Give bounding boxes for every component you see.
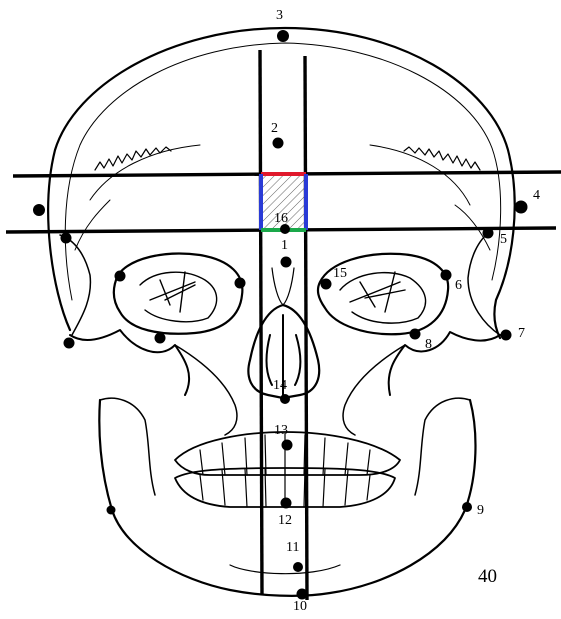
landmark-label-1: 1 — [281, 238, 288, 253]
vertical-line-right — [305, 56, 307, 600]
mandible-ramus-right — [415, 398, 470, 495]
landmark-dot-8 — [410, 329, 421, 340]
landmark-dot-13 — [282, 440, 293, 451]
landmark-dot-2 — [273, 138, 284, 149]
landmark-dot-4 — [515, 201, 528, 214]
landmark-dot-6 — [441, 270, 452, 281]
landmark-dot-10 — [297, 589, 308, 600]
chin — [230, 565, 340, 574]
landmark-label-5: 5 — [500, 232, 507, 247]
landmark-label-6: 6 — [455, 278, 462, 293]
landmark-dot-1 — [281, 257, 292, 268]
landmark-label-12: 12 — [278, 513, 292, 528]
landmark-dot-unlabeled-left-gonion — [107, 506, 116, 515]
landmark-dot-5 — [483, 228, 494, 239]
vertical-line-left — [260, 50, 262, 595]
left-orbit-interior — [140, 272, 217, 322]
landmark-dot-unlabeled-left-orbit-lower — [155, 333, 166, 344]
mandible-ramus-left — [100, 398, 155, 495]
landmark-label-9: 9 — [477, 503, 484, 518]
landmark-dot-3 — [277, 30, 289, 42]
landmark-label-8: 8 — [425, 337, 432, 352]
landmark-dot-unlabeled-left-zygion — [64, 338, 75, 349]
figure-number: 40 — [478, 566, 497, 587]
landmark-label-15: 15 — [333, 266, 347, 281]
landmark-label-11: 11 — [286, 540, 299, 555]
landmark-label-16: 16 — [274, 211, 288, 226]
landmark-dot-12 — [281, 498, 292, 509]
landmark-labels: 3 2 4 16 5 1 15 6 7 8 14 13 9 12 11 10 — [271, 8, 540, 614]
landmark-label-2: 2 — [271, 121, 278, 136]
landmark-dot-9 — [462, 502, 472, 512]
landmark-label-4: 4 — [533, 188, 540, 203]
landmark-dot-unlabeled-left-orbit-inner — [235, 278, 246, 289]
landmark-label-7: 7 — [518, 326, 525, 341]
coronal-suture-right — [404, 147, 480, 170]
forehead-contour-right — [370, 145, 470, 205]
landmark-dot-unlabeled-left-ear — [61, 233, 72, 244]
coronal-suture-left — [95, 147, 171, 170]
forehead-contour-left — [90, 145, 200, 200]
landmark-label-10: 10 — [293, 599, 307, 614]
landmark-dot-11 — [293, 562, 303, 572]
right-orbit-interior — [340, 272, 426, 323]
landmark-dot-7 — [501, 330, 512, 341]
landmark-dot-15 — [321, 279, 332, 290]
left-zygoma — [70, 330, 189, 395]
landmark-dot-unlabeled-left-orbit-outer — [115, 271, 126, 282]
landmark-label-13: 13 — [274, 423, 288, 438]
landmark-label-3: 3 — [276, 8, 283, 23]
skull-drawing — [48, 28, 514, 596]
landmark-label-14: 14 — [273, 378, 287, 393]
temporal-line-left — [75, 200, 110, 250]
right-zygoma — [389, 332, 500, 395]
landmark-dot-unlabeled-left-temple — [33, 204, 45, 216]
nasal-bones — [272, 268, 294, 305]
landmark-dot-14 — [280, 394, 290, 404]
